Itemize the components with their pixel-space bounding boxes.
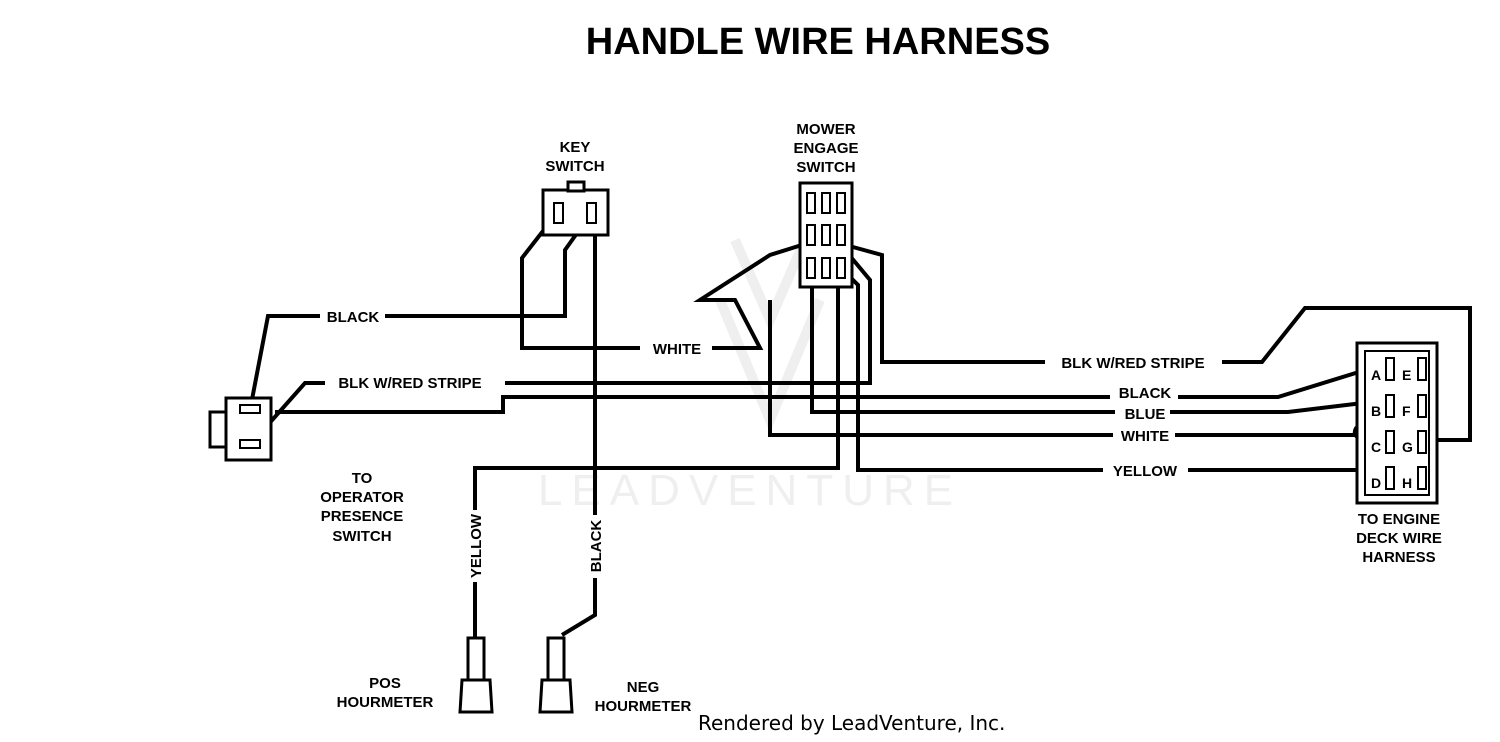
wire-label-black-vertical: BLACK [588, 520, 605, 573]
ops-label-3: PRESENCE [321, 508, 404, 525]
mower-switch-terminals [806, 192, 846, 279]
engine-deck-connector: A B C D E F G H [1355, 341, 1439, 505]
pos-hourmeter-label-1: POS [369, 675, 401, 692]
wire-blue-to-pinB [1170, 398, 1389, 414]
wire-label-black-right: BLACK [1119, 385, 1172, 402]
pin-a-label: A [1371, 367, 1381, 383]
wire-white-loop [693, 242, 806, 350]
wire-blkred-top-run [505, 248, 872, 385]
wire-yellow-pos [473, 280, 840, 510]
mower-switch-label-1: MOWER [796, 121, 855, 138]
pin-e-label: E [1402, 367, 1411, 383]
connector-pin-slots [1385, 357, 1427, 490]
pin-f-label: F [1402, 403, 1411, 419]
ops-label-4: SWITCH [332, 528, 391, 545]
ops-label-2: OPERATOR [320, 489, 404, 506]
deck-label-2: DECK WIRE [1356, 530, 1442, 547]
pos-hourmeter-label-2: HOURMETER [337, 694, 434, 711]
key-switch-label-2: SWITCH [545, 158, 604, 175]
wire-black-to-deck [275, 395, 1110, 414]
credit-text: Rendered by LeadVenture, Inc. [698, 711, 1005, 735]
deck-label-1: TO ENGINE [1358, 511, 1440, 528]
wire-label-blue: BLUE [1125, 406, 1166, 423]
wire-black-to-pinA [1178, 361, 1389, 399]
wire-white-to-deck [768, 300, 1113, 437]
wire-label-yellow-right: YELLOW [1113, 463, 1178, 480]
ops-label-1: TO [352, 470, 373, 487]
wire-label-white-mid: WHITE [653, 341, 701, 358]
pin-c-label: C [1371, 439, 1381, 455]
key-switch-label-1: KEY [560, 139, 591, 156]
pos-hourmeter-terminal [458, 636, 494, 714]
wire-label-blkred-left: BLK W/RED STRIPE [338, 375, 481, 392]
wire-labels: BLACK BLK W/RED STRIPE WHITE BLK W/RED S… [327, 309, 1205, 578]
deck-label-3: HARNESS [1362, 549, 1435, 566]
pin-h-label: H [1402, 475, 1412, 491]
wire-blkred-to-pinG [1222, 306, 1472, 442]
watermark: LEADVENTURE [538, 466, 962, 515]
wire-label-white-right: WHITE [1121, 428, 1169, 445]
wire-label-yellow-vertical: YELLOW [468, 513, 485, 578]
page-title: HANDLE WIRE HARNESS [586, 21, 1050, 63]
wire-black-key-to-ops [520, 211, 640, 350]
mower-switch-label-2: ENGAGE [793, 140, 858, 157]
mower-switch-label-3: SWITCH [796, 159, 855, 176]
wire-blkred-right [841, 242, 1045, 364]
component-labels: KEY SWITCH MOWER ENGAGE SWITCH TO OPERAT… [320, 121, 1442, 715]
pin-d-label: D [1371, 475, 1381, 491]
neg-hourmeter-label-2: HOURMETER [595, 698, 692, 715]
neg-hourmeter-label-1: NEG [627, 679, 660, 696]
wires [248, 211, 1472, 640]
pin-b-label: B [1371, 403, 1381, 419]
wire-black-neg-lower [560, 578, 597, 637]
operator-presence-switch [208, 396, 273, 462]
wire-label-black-left: BLACK [327, 309, 380, 326]
wire-black-ops-lead [248, 314, 320, 411]
mower-engage-switch [798, 181, 854, 289]
key-switch [541, 180, 610, 237]
neg-hourmeter-terminal [538, 636, 574, 714]
wire-label-blkred-right: BLK W/RED STRIPE [1061, 355, 1204, 372]
pin-g-label: G [1402, 439, 1413, 455]
